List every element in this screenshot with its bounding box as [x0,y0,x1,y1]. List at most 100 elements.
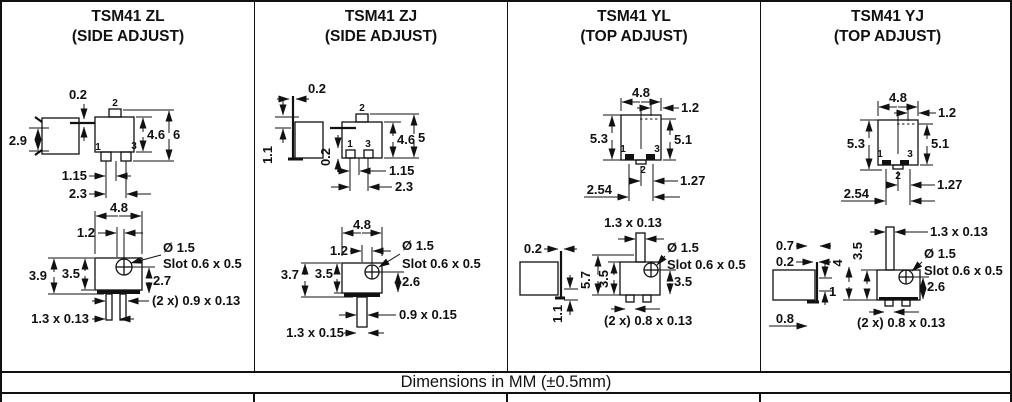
dim-slot: Slot 0.6 x 0.5 [402,256,481,271]
pin3-label: 3 [131,141,137,152]
dim-body-width: 4.8 [110,200,128,215]
yl-pin1 [625,154,634,160]
yj-base-band [879,297,918,300]
column-divider [253,394,255,402]
zl-body [94,257,143,291]
pin1-label: 1 [95,142,101,153]
yj-side-body [772,269,816,301]
dim-height-4: 4 [830,259,845,267]
panel-tsm41-yl: TSM41 YL (TOP ADJUST) 4.8 1.2 [508,2,761,371]
zl-base-band [97,290,140,294]
dim-body-height: 4.6 [147,127,165,142]
dim-standoff: 1.1 [260,146,275,164]
zj-base-band [344,293,380,297]
dim-rotor-offset: 1.2 [330,243,348,258]
dim-total-height: 5 [418,130,425,145]
dim-rotor-to-base: 2.7 [153,273,171,288]
dim-bottom-pins: (2 x) 0.8 x 0.13 [604,313,692,328]
dim-top-pin: 1.3 x 0.13 [930,224,988,239]
dim-pitch: 2.54 [844,186,870,201]
yl-top-lead [635,232,646,263]
yl-pin2-tab [635,159,647,165]
zl-front-view: 2 0.2 1 3 4.6 [62,87,181,201]
zj-adjust-view: 4.8 1.2 Ø 1.5 Slot 0.6 x 0.5 3.7 [281,217,481,340]
dim-right-height: 5.1 [674,132,692,147]
zl-pin1 [100,151,112,162]
dim-outer-pins: 0.9 x 0.15 [399,307,457,322]
dim-edge-offset: 1.2 [681,100,699,115]
zl-drawing: 2.9 2 0.2 1 3 [9,87,242,326]
yj-pin2-tab [892,164,904,170]
dim-rotor-to-base: 3.5 [674,274,692,289]
zj-center-lead [356,296,368,328]
dim-lead-offset: 0.7 [776,238,794,253]
zj-front-view: 2 1 3 0.2 4.6 5 [318,103,425,194]
panel-header: TSM41 ZL (SIDE ADJUST) [2,2,254,61]
yl-body [619,261,661,296]
dim-rotor-diameter: Ø 1.5 [924,246,956,261]
yj-pin1 [882,160,891,165]
dim-rotor-diameter: Ø 1.5 [402,238,434,253]
panel-header: TSM41 YJ (TOP ADJUST) [761,2,1012,61]
panel-title: TSM41 ZL [91,8,165,25]
zj-side-body [294,121,324,159]
yl-pin3 [646,154,655,160]
yj-pin3 [900,160,909,165]
zj-pin3 [363,149,374,159]
dim-total-height-2: 3.7 [281,267,299,282]
dim-body-height: 4.6 [397,132,415,147]
dim-half-pitch: 1.27 [937,177,962,192]
pin3-label: 3 [654,144,660,155]
yj-top-lead [885,226,895,271]
dim-slot: Slot 0.6 x 0.5 [924,263,1003,278]
dim-total-height: 6 [173,127,180,142]
panel-title: TSM41 YL [597,8,671,25]
zl-pin2-tab [108,108,122,118]
yj-lead1 [884,299,894,307]
dim-lead-thickness: 0.2 [524,241,542,256]
dim-left-height: 5.3 [590,131,608,146]
yj-body [876,269,921,301]
dim-foot-height: 1 [829,284,836,299]
dim-seating: 0.2 [318,148,333,166]
panel-tsm41-zj: TSM41 ZJ (SIDE ADJUST) 0.2 1.1 [255,2,508,371]
zl-front-body [94,116,135,153]
yl-adjust-view: 1.3 x 0.13 Ø 1.5 Slot 0.6 x 0.5 5.7 [578,215,746,328]
zl-side-body [41,117,80,155]
dim-center-pin: 1.3 x 0.15 [286,325,344,340]
dim-pitch: 2.3 [69,186,87,201]
dim-body-height-2: 3.5 [315,266,333,281]
pin3-label: 3 [365,139,371,150]
dim-outer-pins: (2 x) 0.9 x 0.13 [152,293,240,308]
pin2-label: 2 [640,165,646,176]
zl-lead3 [119,293,127,321]
dim-rotor-to-base: 2.6 [402,274,420,289]
dim-half-pitch: 1.15 [389,163,414,178]
dim-half-pitch: 1.15 [62,168,87,183]
dim-total-height-2: 5.7 [578,271,593,289]
footer-note: Dimensions in MM (±0.5mm) [2,371,1010,394]
zl-adjust-view: 4.8 1.2 Ø 1.5 Slot 0.6 x 0.5 3.9 [29,200,242,326]
pin3-label: 3 [907,149,913,160]
yj-lead3 [901,299,911,307]
dim-side-height: 2.9 [9,133,27,148]
pin1-label: 1 [347,139,353,150]
dim-body-height-2: 3.5 [596,270,611,288]
panel-subtitle: (TOP ADJUST) [580,27,688,45]
panel-tsm41-zl: TSM41 ZL (SIDE ADJUST) 2.9 [2,2,255,371]
yl-side-view: 0.2 1.1 [519,241,578,323]
zl-side-view: 2.9 [9,116,80,156]
dim-slot: Slot 0.6 x 0.5 [667,257,746,272]
column-divider [506,394,508,402]
zl-lead1 [105,293,113,321]
dim-foot-length: 0.8 [776,311,794,326]
yl-side-body [519,261,559,296]
yj-drawing: 4.8 1.2 5.3 5.1 [769,90,1003,330]
dim-center-pin: 1.3 x 0.13 [31,311,89,326]
panel-subtitle: (SIDE ADJUST) [324,27,438,45]
dim-rotor-to-base: 2.6 [927,279,945,294]
dim-slot: Slot 0.6 x 0.5 [163,256,242,271]
dim-body-height-2: 3.5 [62,266,80,281]
yl-lead3 [642,294,652,303]
